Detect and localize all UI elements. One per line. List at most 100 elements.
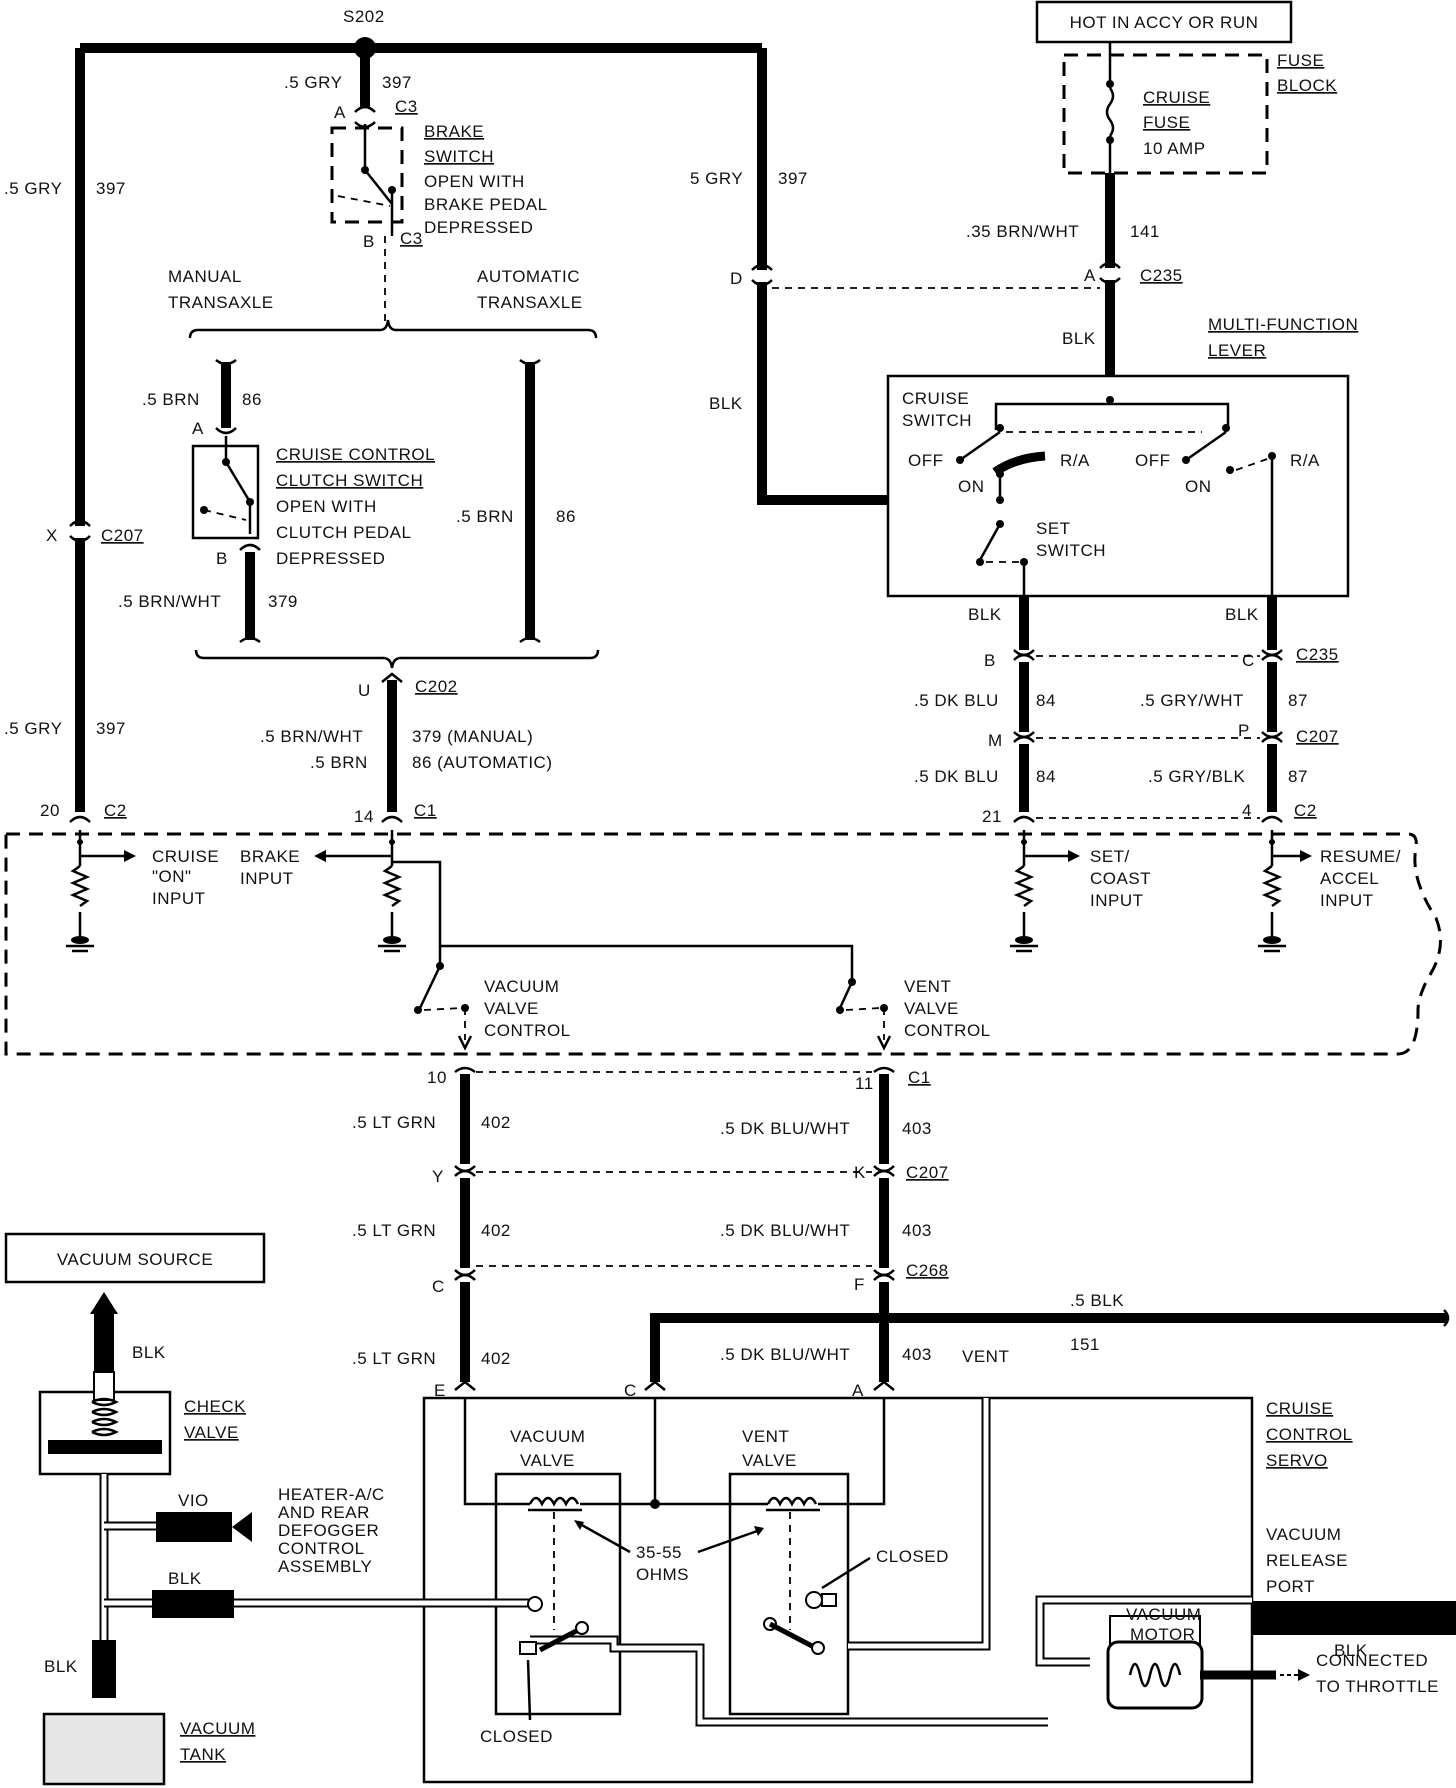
svg-text:F: F xyxy=(854,1275,865,1294)
svg-text:VIO: VIO xyxy=(178,1491,209,1510)
svg-text:VALVE: VALVE xyxy=(184,1423,239,1442)
svg-text:VACUUM: VACUUM xyxy=(1126,1605,1201,1624)
svg-text:.5 GRY: .5 GRY xyxy=(4,179,62,198)
svg-text:86 (AUTOMATIC): 86 (AUTOMATIC) xyxy=(412,753,553,772)
svg-text:A: A xyxy=(1084,266,1096,285)
svg-text:.5 DK BLU: .5 DK BLU xyxy=(914,691,999,710)
wire-141: .35 BRN/WHT 141 A C235 BLK xyxy=(966,173,1182,375)
wire-397-right: 5 GRY 397 D BLK xyxy=(690,169,1100,505)
svg-text:379: 379 xyxy=(268,592,298,611)
svg-text:.5 LT GRN: .5 LT GRN xyxy=(352,1349,436,1368)
arrow-up-icon xyxy=(90,1292,118,1314)
svg-text:.5 GRY: .5 GRY xyxy=(4,719,62,738)
svg-text:BLOCK: BLOCK xyxy=(1277,76,1337,95)
svg-text:VALVE: VALVE xyxy=(520,1451,575,1470)
wire-397-left: .5 GRY 397 X C207 .5 GRY 397 20 C2 xyxy=(4,179,144,823)
svg-text:DEPRESSED: DEPRESSED xyxy=(424,218,533,237)
svg-text:379 (MANUAL): 379 (MANUAL) xyxy=(412,727,533,746)
svg-text:SERVO: SERVO xyxy=(1266,1451,1328,1470)
hot-in-accy-or-run-box: HOT IN ACCY OR RUN xyxy=(1035,0,1293,44)
svg-text:BLK: BLK xyxy=(1225,605,1259,624)
svg-text:20: 20 xyxy=(40,801,60,820)
vacuum-hoses: VIO BLK BLK HEATER-A/C AND REAR DEFOGGER… xyxy=(44,1474,384,1698)
svg-text:C207: C207 xyxy=(101,526,144,545)
svg-text:BLK: BLK xyxy=(168,1569,202,1588)
svg-text:FUSE: FUSE xyxy=(1143,113,1190,132)
svg-text:R/A: R/A xyxy=(1290,451,1320,470)
svg-text:INPUT: INPUT xyxy=(240,869,294,888)
svg-text:VALVE: VALVE xyxy=(742,1451,797,1470)
svg-text:35-55: 35-55 xyxy=(636,1543,682,1562)
svg-text:RELEASE: RELEASE xyxy=(1266,1551,1348,1570)
svg-text:SET: SET xyxy=(1036,519,1071,538)
svg-text:MOTOR: MOTOR xyxy=(1130,1625,1195,1644)
svg-text:84: 84 xyxy=(1036,691,1056,710)
svg-text:AUTOMATIC: AUTOMATIC xyxy=(477,267,580,286)
svg-text:FUSE: FUSE xyxy=(1277,51,1324,70)
svg-text:TRANSAXLE: TRANSAXLE xyxy=(477,293,583,312)
svg-text:A: A xyxy=(852,1381,864,1400)
svg-text:Y: Y xyxy=(432,1167,444,1186)
svg-text:397: 397 xyxy=(96,719,126,738)
spring-icon xyxy=(1128,1662,1182,1688)
svg-text:AND REAR: AND REAR xyxy=(278,1503,370,1522)
svg-text:C: C xyxy=(432,1277,445,1296)
check-valve: CHECK VALVE xyxy=(38,1371,246,1476)
svg-text:BRAKE PEDAL: BRAKE PEDAL xyxy=(424,195,548,214)
svg-text:CRUISE: CRUISE xyxy=(152,847,219,866)
svg-text:R/A: R/A xyxy=(1060,451,1090,470)
svg-text:.5 BRN/WHT: .5 BRN/WHT xyxy=(260,727,363,746)
svg-text:.5 BRN/WHT: .5 BRN/WHT xyxy=(118,592,221,611)
svg-text:21: 21 xyxy=(982,807,1002,826)
svg-text:VACUUM: VACUUM xyxy=(510,1427,585,1446)
svg-text:ON: ON xyxy=(958,477,985,496)
svg-text:C2: C2 xyxy=(104,801,127,820)
svg-text:D: D xyxy=(730,269,743,288)
svg-text:TANK: TANK xyxy=(180,1745,226,1764)
svg-text:141: 141 xyxy=(1130,222,1160,241)
svg-text:C207: C207 xyxy=(906,1163,949,1182)
spring-icon xyxy=(91,1397,119,1437)
svg-text:E: E xyxy=(434,1381,446,1400)
svg-text:CONTROL: CONTROL xyxy=(278,1539,365,1558)
svg-text:C202: C202 xyxy=(415,677,458,696)
svg-text:VENT: VENT xyxy=(742,1427,789,1446)
svg-text:.5 LT GRN: .5 LT GRN xyxy=(352,1113,436,1132)
svg-text:VACUUM SOURCE: VACUUM SOURCE xyxy=(57,1250,213,1269)
svg-text:403: 403 xyxy=(902,1345,932,1364)
svg-text:VALVE: VALVE xyxy=(484,999,539,1018)
svg-text:C1: C1 xyxy=(414,801,437,820)
svg-text:402: 402 xyxy=(481,1221,511,1240)
svg-text:C235: C235 xyxy=(1296,645,1339,664)
svg-text:TRANSAXLE: TRANSAXLE xyxy=(168,293,274,312)
svg-text:LEVER: LEVER xyxy=(1208,341,1266,360)
svg-text:11: 11 xyxy=(855,1074,874,1093)
svg-text:CLOSED: CLOSED xyxy=(876,1547,949,1566)
svg-text:C207: C207 xyxy=(1296,727,1339,746)
svg-text:SET/: SET/ xyxy=(1090,847,1130,866)
vacuum-source: VACUUM SOURCE BLK xyxy=(4,1232,266,1372)
svg-text:.5 GRY/BLK: .5 GRY/BLK xyxy=(1148,767,1245,786)
svg-text:402: 402 xyxy=(481,1349,511,1368)
svg-text:ACCEL: ACCEL xyxy=(1320,869,1379,888)
svg-text:.5 BRN: .5 BRN xyxy=(456,507,514,526)
svg-text:397: 397 xyxy=(778,169,808,188)
svg-text:86: 86 xyxy=(242,390,262,409)
svg-text:X: X xyxy=(46,526,58,545)
svg-text:B: B xyxy=(363,232,375,251)
svg-text:CRUISE: CRUISE xyxy=(1266,1399,1333,1418)
wire-84-set: BLK B .5 DK BLU 84 M .5 DK BLU 84 21 xyxy=(914,596,1056,826)
wire-403: 11 C1 .5 DK BLU/WHT 403 K C207 .5 DK BLU… xyxy=(720,1066,949,1400)
svg-text:397: 397 xyxy=(96,179,126,198)
svg-text:C: C xyxy=(1242,651,1255,670)
svg-text:CLUTCH PEDAL: CLUTCH PEDAL xyxy=(276,523,411,542)
svg-text:CONNECTED: CONNECTED xyxy=(1316,1651,1428,1670)
svg-text:86: 86 xyxy=(556,507,576,526)
svg-text:BRAKE: BRAKE xyxy=(424,122,484,141)
svg-text:10: 10 xyxy=(427,1068,447,1087)
svg-text:INPUT: INPUT xyxy=(152,889,206,908)
wire-402: 10 .5 LT GRN 402 Y .5 LT GRN 402 C .5 LT… xyxy=(352,1066,511,1400)
svg-text:VENT: VENT xyxy=(962,1347,1009,1366)
svg-text:CRUISE CONTROL: CRUISE CONTROL xyxy=(276,445,435,464)
